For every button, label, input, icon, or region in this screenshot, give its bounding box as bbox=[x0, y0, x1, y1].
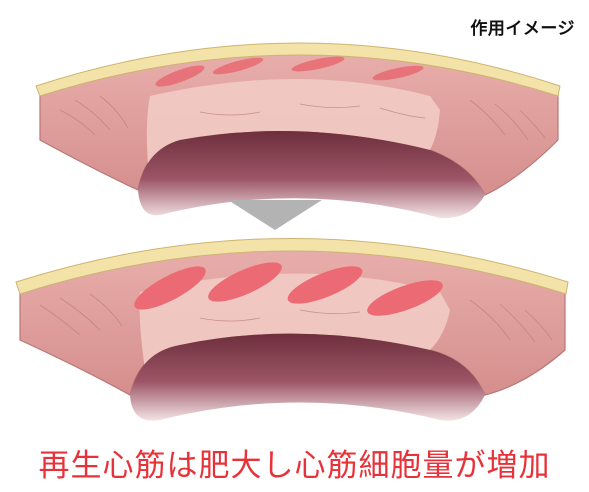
image-label: 作用イメージ bbox=[470, 14, 575, 39]
down-arrow-icon bbox=[228, 200, 322, 230]
after-panel bbox=[16, 239, 568, 421]
before-panel bbox=[36, 43, 560, 218]
caption-text: 再生心筋は肥大し心筋細胞量が増加 bbox=[0, 440, 589, 485]
